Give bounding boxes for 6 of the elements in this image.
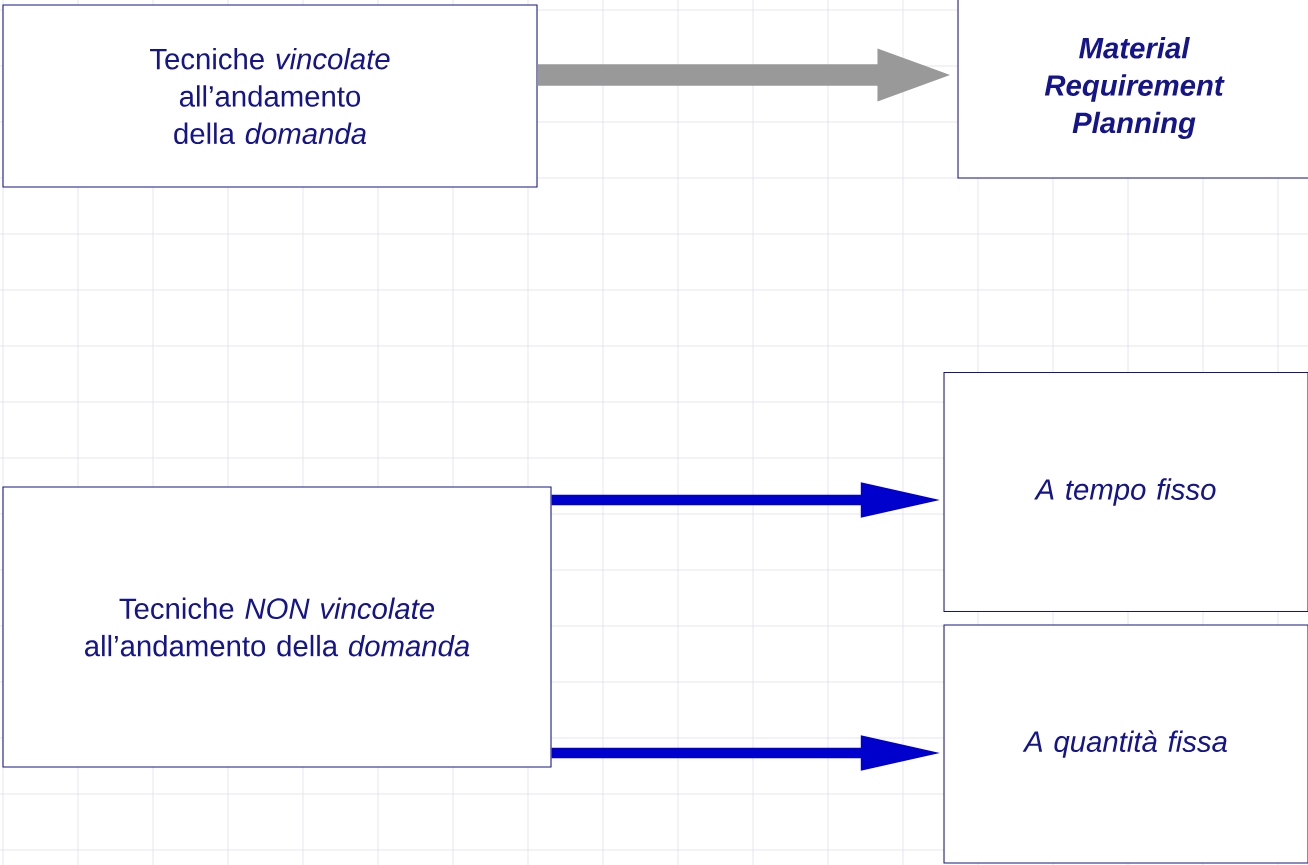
text-box: Material Requirement Planning — [957, 0, 1308, 179]
node-label: A tempo fisso — [1034, 478, 1216, 506]
text-box: A quantità fissa — [943, 624, 1308, 864]
text-box: Tecniche NON vincolate all’andamento della domanda — [2, 486, 552, 768]
text-box: Tecniche vincolate all’andamento della domanda — [2, 4, 538, 188]
text-box: A tempo fisso — [943, 371, 1308, 613]
